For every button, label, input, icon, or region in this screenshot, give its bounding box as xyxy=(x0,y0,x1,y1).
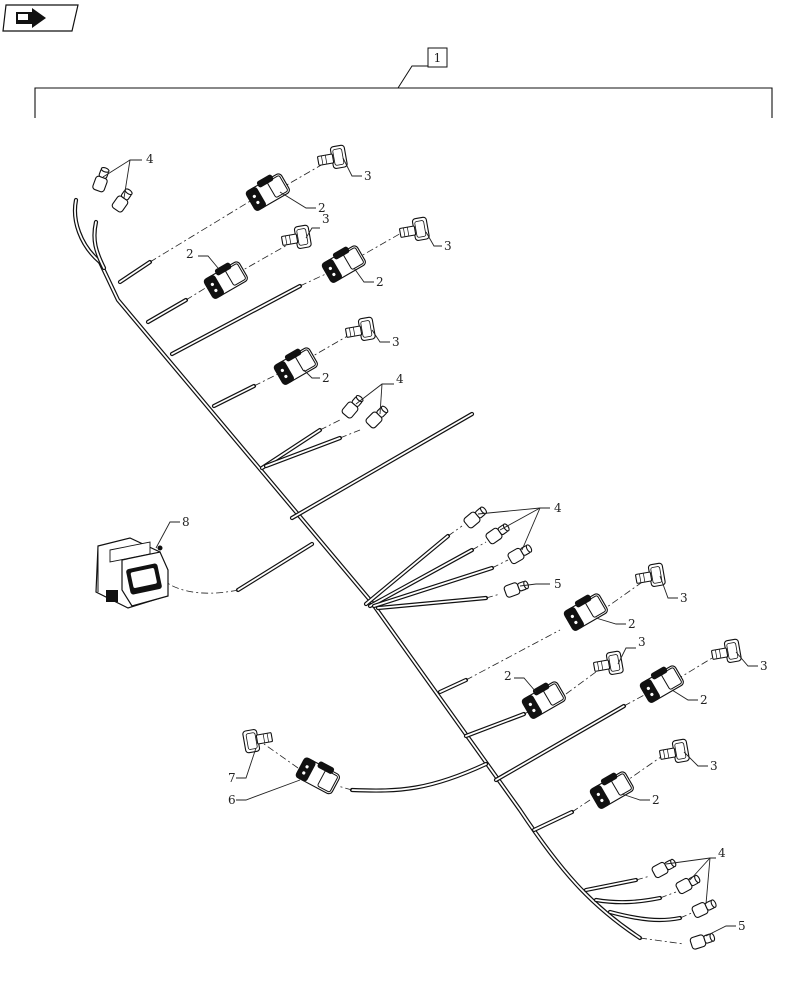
harness-trunk xyxy=(73,197,643,941)
callout-6: 6 xyxy=(228,793,236,807)
connector-2b xyxy=(201,257,250,301)
callout-2: 2 xyxy=(504,669,512,683)
callout-3: 3 xyxy=(392,335,400,349)
seal-3c xyxy=(397,216,431,244)
callout-3: 3 xyxy=(322,212,330,226)
seal-7 xyxy=(241,726,275,754)
ecu-connector xyxy=(95,537,169,609)
terminal-4b xyxy=(110,186,136,214)
callout-3: 3 xyxy=(364,169,372,183)
terminal-4d xyxy=(364,403,391,430)
callout-2: 2 xyxy=(376,275,384,289)
callout-5: 5 xyxy=(554,577,562,591)
harness-branches xyxy=(117,259,683,923)
callout-8: 8 xyxy=(182,515,190,529)
connector-6 xyxy=(294,753,343,796)
callout-2: 2 xyxy=(628,617,636,631)
seal-3f xyxy=(591,650,625,678)
seal-3h xyxy=(657,738,691,766)
assembly-bracket: 1 xyxy=(34,47,773,118)
callout-4: 4 xyxy=(554,501,562,515)
terminal-4e xyxy=(462,503,490,530)
callout-3: 3 xyxy=(680,591,688,605)
terminal-5a xyxy=(502,577,531,599)
terminal-4j xyxy=(690,896,719,919)
callout-1: 1 xyxy=(434,51,442,65)
connector-2g xyxy=(637,661,686,705)
leaders xyxy=(102,157,758,937)
terminal-4a xyxy=(91,165,113,194)
callout-3: 3 xyxy=(444,239,452,253)
callout-4: 4 xyxy=(718,846,726,860)
terminals xyxy=(91,165,719,951)
seal-3e xyxy=(633,562,667,590)
callout-labels: 4 3 3 3 3 2 2 2 2 4 4 5 3 2 3 2 3 2 3 2 … xyxy=(146,152,768,933)
callout-4: 4 xyxy=(396,372,404,386)
callout-3: 3 xyxy=(760,659,768,673)
connector-2d xyxy=(271,343,320,387)
seal-3b xyxy=(279,224,313,252)
terminal-4c xyxy=(340,392,367,420)
seal-3g xyxy=(709,638,743,666)
callout-5: 5 xyxy=(738,919,746,933)
connector-2c xyxy=(319,241,368,285)
connector-2h xyxy=(587,767,636,811)
terminal-4f xyxy=(484,520,512,546)
callout-2: 2 xyxy=(322,371,330,385)
callout-4: 4 xyxy=(146,152,154,166)
callout-2: 2 xyxy=(186,247,194,261)
connector-2a xyxy=(243,169,292,213)
connector-2e xyxy=(561,589,610,633)
callout-2: 2 xyxy=(318,201,326,215)
connector-2f xyxy=(519,677,568,721)
callout-3: 3 xyxy=(638,635,646,649)
callout-7: 7 xyxy=(228,771,236,785)
seal-3d xyxy=(343,316,377,344)
callout-2: 2 xyxy=(652,793,660,807)
terminal-4i xyxy=(674,872,703,896)
navigation-arrow-icon[interactable] xyxy=(2,4,79,32)
callout-3: 3 xyxy=(710,759,718,773)
terminal-4h xyxy=(650,856,679,880)
callout-2: 2 xyxy=(700,693,708,707)
terminal-4g xyxy=(506,541,535,566)
terminal-5b xyxy=(688,930,717,951)
